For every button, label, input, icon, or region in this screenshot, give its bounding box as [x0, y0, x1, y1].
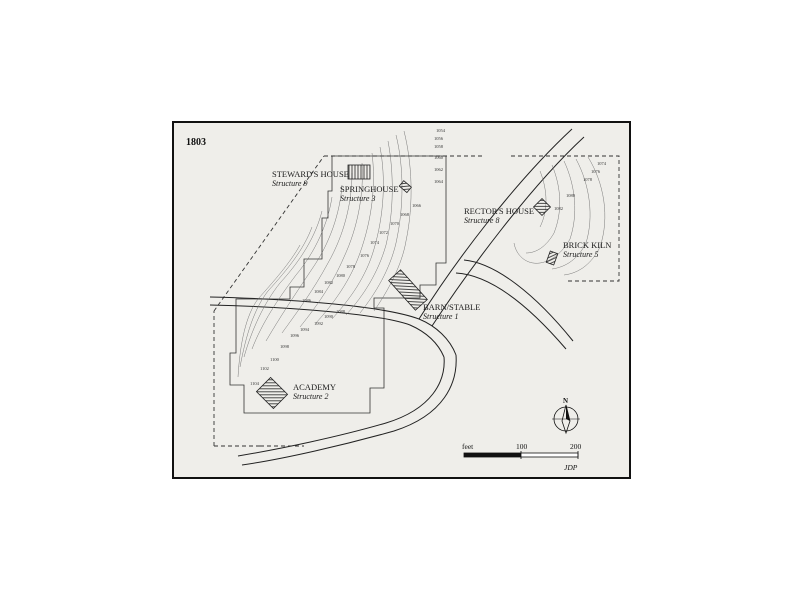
contour-label: 1068 — [400, 212, 409, 217]
contour-lines — [237, 130, 412, 378]
contour-label: 1066 — [412, 203, 421, 208]
contour-label: 1056 — [434, 136, 443, 141]
contour-label: 1078 — [583, 177, 592, 182]
academy-structure: Structure 2 — [293, 392, 329, 401]
drafter-credit: JDP — [564, 463, 578, 472]
brick-kiln-label: BRICK KILN — [563, 240, 612, 250]
barn-stable-structure: Structure 1 — [423, 312, 459, 321]
stewards-house-building — [347, 164, 371, 180]
contour-label: 1076 — [591, 169, 600, 174]
contour-label: 1072 — [379, 230, 388, 235]
brick-kiln-building — [545, 250, 559, 266]
road-diagonal-a — [418, 128, 573, 320]
contour-label: 1086 — [302, 298, 311, 303]
springhouse-label: SPRINGHOUSE — [340, 184, 399, 194]
contour-label: 1094 — [300, 327, 309, 332]
stewards-house-structure: Structure 9 — [272, 179, 308, 188]
barn-stable-label: BARN/STABLE — [423, 302, 481, 312]
scale-bar — [463, 451, 579, 459]
springhouse-structure: Structure 3 — [340, 194, 376, 203]
contour-label: 1102 — [260, 366, 269, 371]
contour-label: 1070 — [390, 221, 399, 226]
contour-label: 1082 — [554, 206, 563, 211]
road-curve-inner — [237, 356, 445, 457]
contour-label: 1076 — [360, 253, 369, 258]
contour-label: 1084 — [314, 289, 323, 294]
contour-label: 1088 — [336, 309, 345, 314]
contour-label: 1054 — [436, 128, 445, 133]
map-drawing — [209, 128, 620, 466]
rectors-house-structure: Structure 8 — [464, 216, 500, 225]
road-east-a — [463, 259, 574, 342]
road-lower — [209, 304, 445, 358]
road-curve-outer — [241, 354, 457, 466]
contour-label: 1080 — [566, 193, 575, 198]
rectors-house-label: RECTOR'S HOUSE — [464, 206, 535, 216]
scale-max: 200 — [570, 442, 582, 451]
contour-label: 1074 — [370, 240, 379, 245]
contour-label: 1082 — [324, 280, 333, 285]
contour-label: 1080 — [336, 273, 345, 278]
contour-label: 1058 — [434, 144, 443, 149]
road-diagonal-b — [431, 136, 585, 327]
scale-mid: 100 — [516, 442, 528, 451]
contour-label: 1104 — [250, 381, 259, 386]
contour-label: 1062 — [434, 167, 443, 172]
north-label: N — [563, 397, 569, 405]
springhouse-building — [398, 180, 412, 194]
brick-kiln-structure: Structure 5 — [563, 250, 599, 259]
contour-label: 1096 — [290, 333, 299, 338]
site-map: 1803 STEWARD'S HOUSE Structure 9 SPRINGH… — [172, 121, 631, 479]
contour-label: 1078 — [346, 264, 355, 269]
contour-label: 1064 — [434, 179, 443, 184]
barn-stable-building — [388, 269, 428, 311]
contour-label: 1060 — [434, 155, 443, 160]
contour-label: 1090 — [324, 314, 333, 319]
contour-label: 1074 — [597, 161, 606, 166]
academy-label: ACADEMY — [293, 382, 336, 392]
map-year: 1803 — [186, 137, 206, 148]
road-east-b — [455, 272, 567, 350]
contour-label: 1098 — [280, 344, 289, 349]
stewards-house-label: STEWARD'S HOUSE — [272, 169, 349, 179]
contour-label: 1100 — [270, 357, 279, 362]
academy-building — [255, 376, 289, 410]
scale-unit: feet — [462, 442, 474, 451]
contour-lines-east — [513, 156, 606, 276]
rectors-house-building — [532, 197, 552, 217]
north-arrow — [552, 404, 580, 435]
contour-label: 1092 — [314, 321, 323, 326]
road-upper — [209, 296, 457, 356]
parcel-outline — [229, 155, 447, 414]
